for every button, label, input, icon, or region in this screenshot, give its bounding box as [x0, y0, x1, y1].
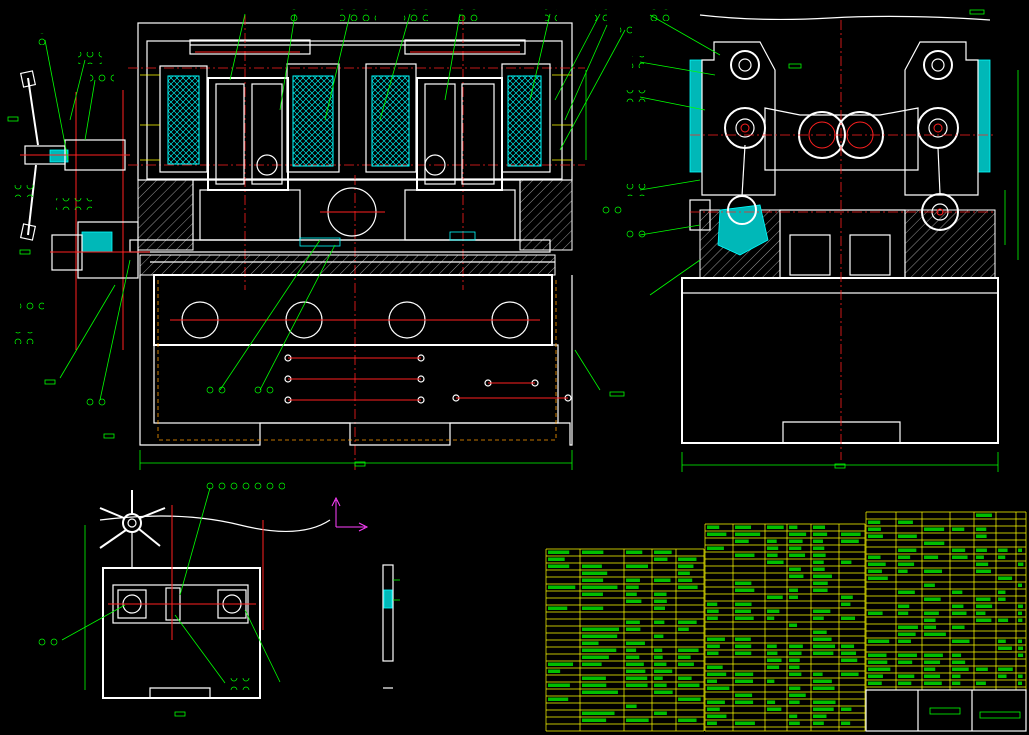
- top-view: [84, 490, 331, 699]
- detail-view: [382, 564, 400, 689]
- handwheel-top: [99, 490, 166, 568]
- leader-lines: [44, 13, 721, 684]
- side-section-view: [681, 14, 1019, 472]
- title-block: [865, 689, 1027, 732]
- label-boxes: [7, 9, 985, 717]
- balloons: [12, 9, 674, 690]
- parts-list-table: [545, 511, 1027, 732]
- handwheel-side: [19, 70, 150, 279]
- front-section-view: [75, 15, 587, 470]
- ucs-icon: [331, 496, 369, 532]
